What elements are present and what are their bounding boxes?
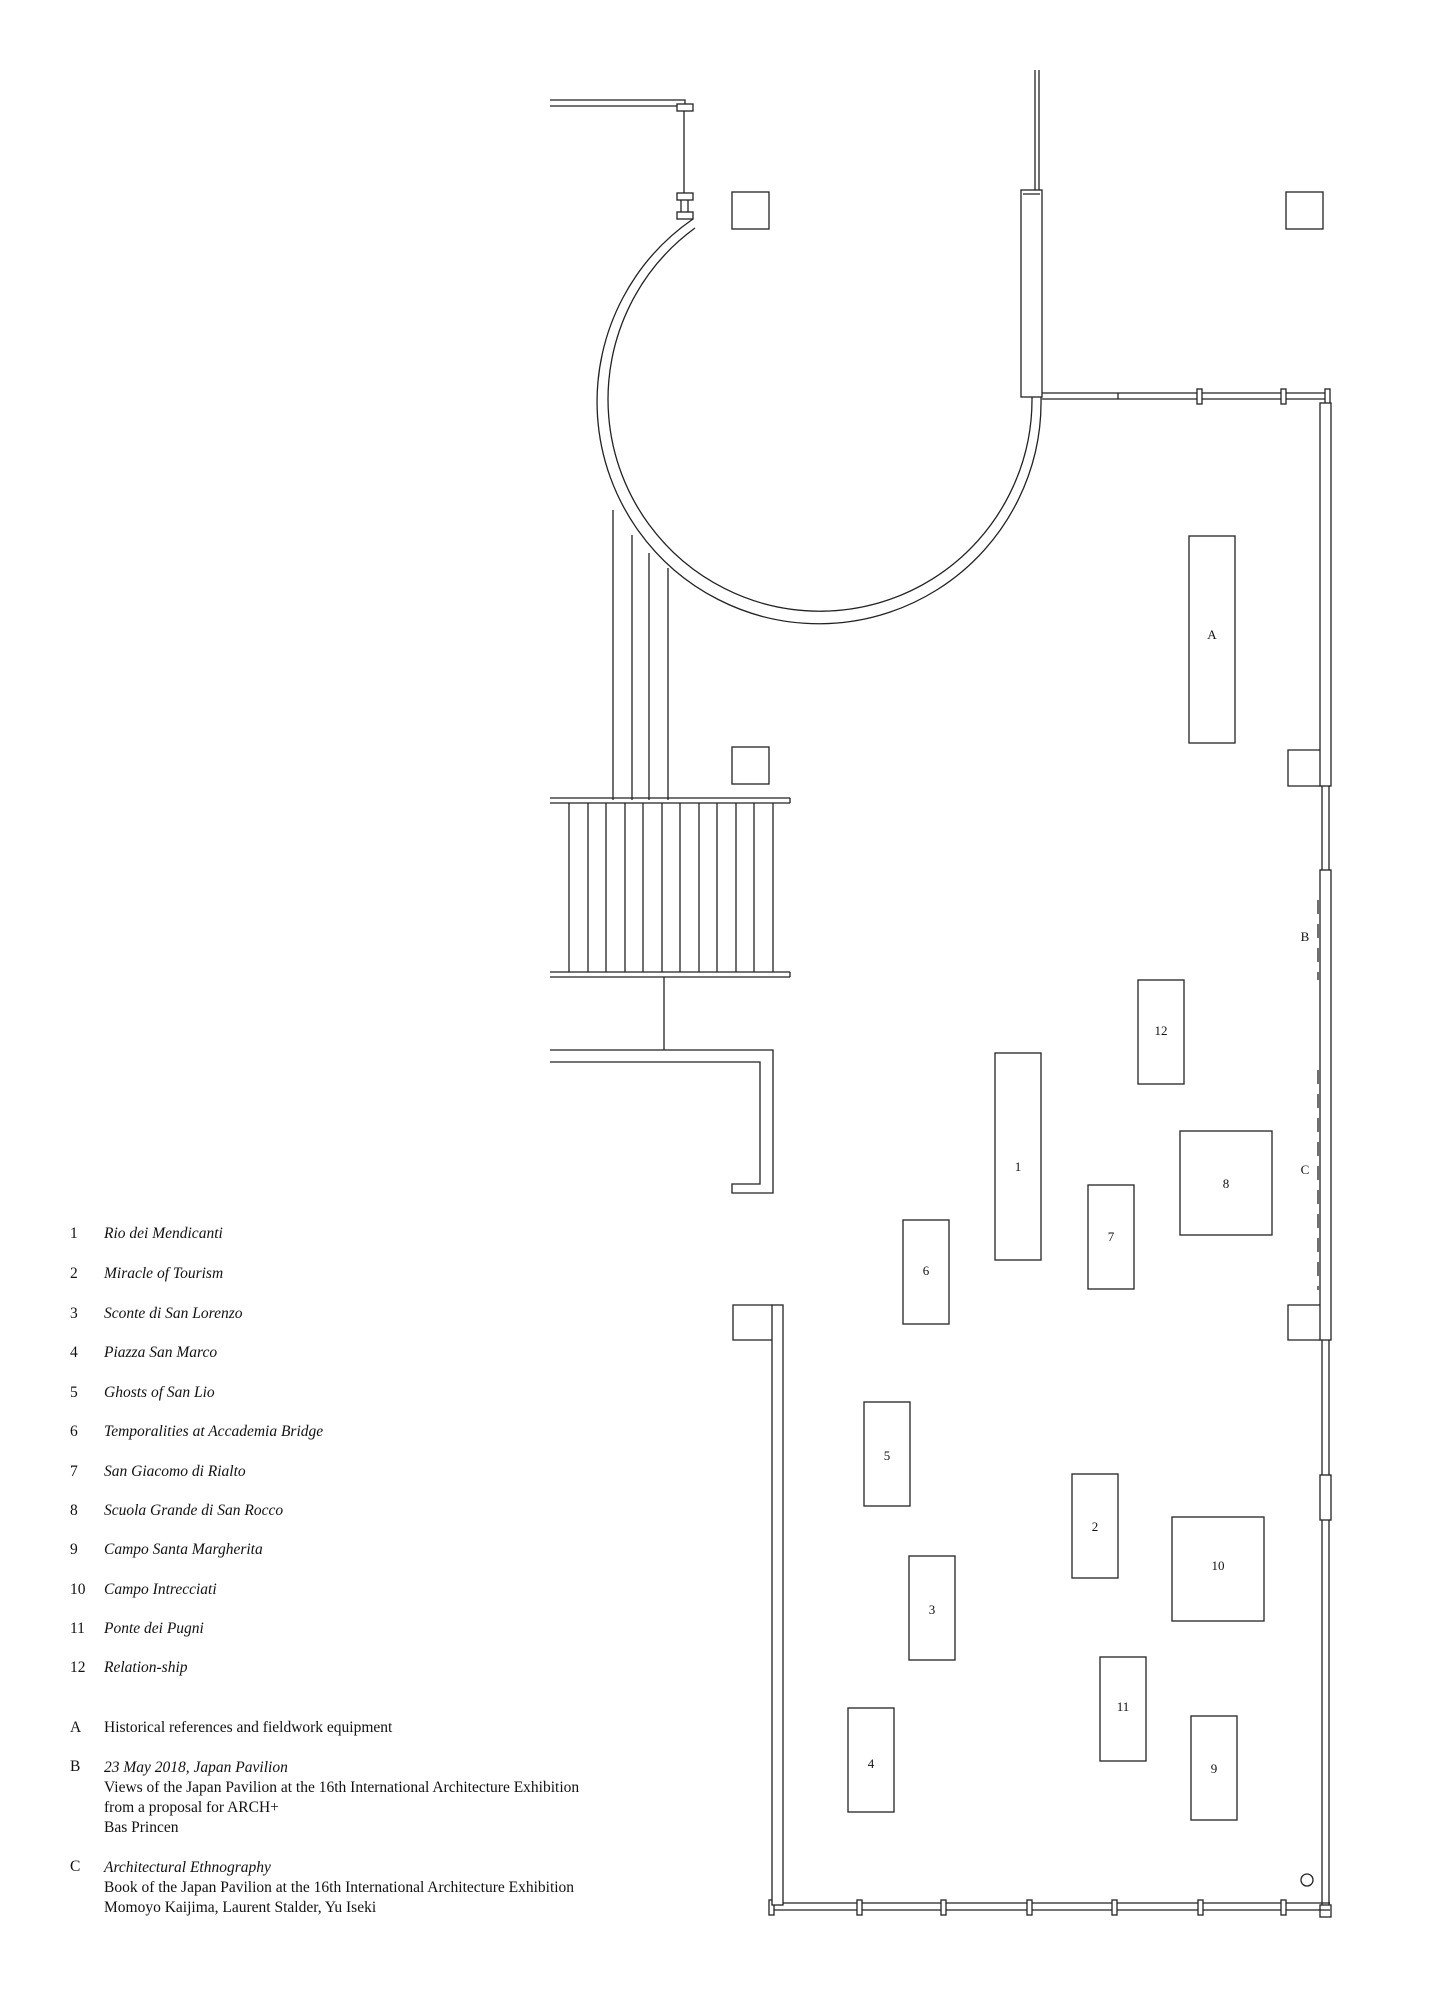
legend-number: 4 xyxy=(70,1344,78,1361)
legend-title: Relation-ship xyxy=(104,1659,188,1676)
legend-title: San Giacomo di Rialto xyxy=(104,1463,246,1480)
exhibit-11 xyxy=(1099,1656,1147,1762)
stair xyxy=(550,797,791,1050)
legend-B-italic: 23 May 2018, Japan Pavilion xyxy=(104,1759,288,1776)
legend-title: Temporalities at Accademia Bridge xyxy=(104,1423,324,1440)
plan-label-6: 6 xyxy=(923,1263,930,1278)
legend-key: A xyxy=(70,1719,82,1736)
plan-label-11: 11 xyxy=(1117,1699,1130,1714)
legend-item: 2 Miracle of Tourism xyxy=(70,1265,223,1283)
vertical-wall-top xyxy=(1020,70,1043,398)
exhibit-8 xyxy=(1179,1130,1273,1236)
legend-key: B xyxy=(70,1758,81,1775)
column xyxy=(1285,191,1324,230)
legend-title: Rio dei Mendicanti xyxy=(104,1225,223,1242)
legend-text: Historical references and fieldwork equi… xyxy=(104,1719,393,1736)
legend-item: 5 Ghosts of San Lio xyxy=(70,1384,215,1402)
legend-number: 8 xyxy=(70,1502,78,1519)
plan-label-3: 3 xyxy=(929,1602,936,1617)
legend-number: 3 xyxy=(70,1305,78,1322)
right-wall xyxy=(1287,402,1332,1918)
plan-label-2: 2 xyxy=(1092,1519,1099,1534)
exhibit-10 xyxy=(1171,1516,1265,1622)
plan-label-5: 5 xyxy=(884,1448,891,1463)
exhibit-5 xyxy=(863,1401,911,1507)
legend-item: 8 Scuola Grande di San Rocco xyxy=(70,1502,283,1520)
legend-C-line2: Momoyo Kaijima, Laurent Stalder, Yu Isek… xyxy=(104,1899,377,1916)
legend-title: Campo Intrecciati xyxy=(104,1581,217,1598)
exhibit-2 xyxy=(1071,1473,1119,1579)
plan-label-9: 9 xyxy=(1211,1761,1218,1776)
legend-item: 4 Piazza San Marco xyxy=(70,1344,217,1362)
exhibit-6 xyxy=(902,1219,950,1325)
legend-number: 6 xyxy=(70,1423,78,1440)
legend-title: Campo Santa Margherita xyxy=(104,1541,263,1558)
legend-B-line1: Views of the Japan Pavilion at the 16th … xyxy=(104,1779,580,1796)
legend-number: 10 xyxy=(70,1581,86,1598)
legend-item: 6 Temporalities at Accademia Bridge xyxy=(70,1423,323,1441)
plan-label-12: 12 xyxy=(1155,1023,1168,1038)
legend-title: Piazza San Marco xyxy=(104,1344,218,1361)
legend-number: 12 xyxy=(70,1659,86,1676)
column xyxy=(731,191,770,230)
legend-entry-A: A Historical references and fieldwork eq… xyxy=(70,1719,392,1737)
legend-number: 11 xyxy=(70,1620,85,1637)
plan-label-B: B xyxy=(1301,929,1310,944)
curved-wall xyxy=(596,218,1042,625)
plan-label-1: 1 xyxy=(1015,1159,1022,1174)
legend-item: 3 Sconte di San Lorenzo xyxy=(70,1305,243,1323)
legend-B-line3: Bas Princen xyxy=(104,1819,179,1836)
top-wall xyxy=(1042,388,1331,405)
exhibit-4 xyxy=(847,1707,895,1813)
legend-title: Ghosts of San Lio xyxy=(104,1384,215,1401)
lower-left-wall xyxy=(550,1049,774,1194)
legend-item: 1 Rio dei Mendicanti xyxy=(70,1225,223,1243)
legend-entry-C: C Architectural Ethnography Book of the … xyxy=(70,1858,574,1918)
posts xyxy=(612,510,669,800)
plan-label-8: 8 xyxy=(1223,1176,1230,1191)
exhibit-12 xyxy=(1137,979,1185,1085)
legend-item: 10 Campo Intrecciati xyxy=(70,1581,217,1599)
legend-title: Miracle of Tourism xyxy=(104,1265,224,1282)
plan-label-4: 4 xyxy=(868,1756,875,1771)
legend-title: Sconte di San Lorenzo xyxy=(104,1305,243,1322)
legend-number: 9 xyxy=(70,1541,78,1558)
left-wall-lower xyxy=(732,1304,784,1906)
legend-entry-B: B 23 May 2018, Japan Pavilion Views of t… xyxy=(70,1758,579,1838)
legend-item: 7 San Giacomo di Rialto xyxy=(70,1463,246,1481)
legend-item: 12 Relation-ship xyxy=(70,1659,188,1677)
legend-number: 1 xyxy=(70,1225,78,1242)
exhibit-7 xyxy=(1087,1184,1135,1290)
exhibit-3 xyxy=(908,1555,956,1661)
exhibit-1 xyxy=(994,1052,1042,1261)
legend-item: 11 Ponte dei Pugni xyxy=(70,1620,204,1638)
plan-label-10: 10 xyxy=(1212,1558,1225,1573)
legend-B-line2: from a proposal for ARCH+ xyxy=(104,1799,279,1816)
legend-item: 9 Campo Santa Margherita xyxy=(70,1541,263,1559)
plan-label-C: C xyxy=(1301,1162,1310,1177)
legend-title: Ponte dei Pugni xyxy=(104,1620,204,1637)
plan-label-7: 7 xyxy=(1108,1229,1115,1244)
legend-number: 7 xyxy=(70,1463,78,1480)
exhibit-A xyxy=(1188,535,1236,744)
top-left-wall xyxy=(550,99,694,220)
legend-key: C xyxy=(70,1858,81,1875)
legend-C-italic: Architectural Ethnography xyxy=(104,1859,271,1876)
plan-label-A: A xyxy=(1207,627,1217,642)
bottom-wall xyxy=(768,1899,1330,1916)
exhibit-9 xyxy=(1190,1715,1238,1821)
legend-number: 2 xyxy=(70,1265,78,1282)
legend-title: Scuola Grande di San Rocco xyxy=(104,1502,284,1519)
legend-number: 5 xyxy=(70,1384,78,1401)
column xyxy=(731,746,770,785)
legend-C-line1: Book of the Japan Pavilion at the 16th I… xyxy=(104,1879,575,1896)
